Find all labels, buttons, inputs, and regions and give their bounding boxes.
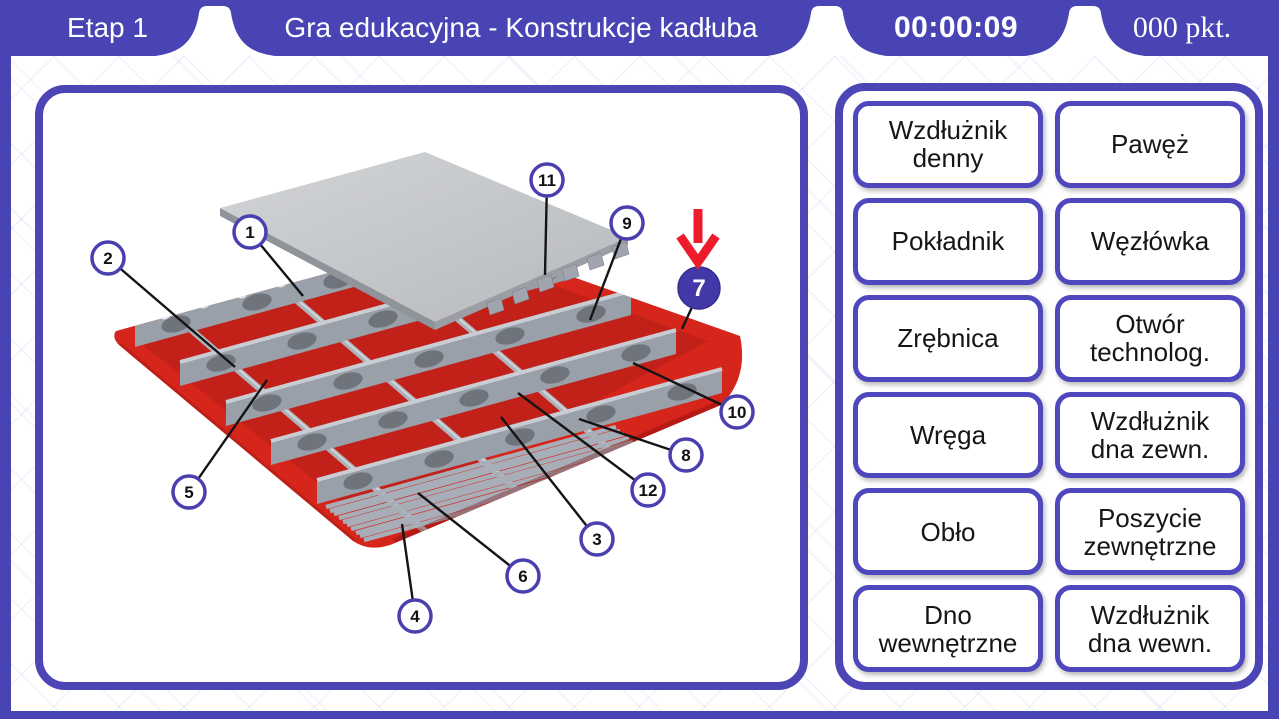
answer-pokladnik[interactable]: Pokładnik bbox=[853, 197, 1043, 285]
header-divider bbox=[767, 6, 887, 56]
frame-right bbox=[1268, 56, 1279, 719]
game-title: Gra edukacyjna - Konstrukcje kadłuba bbox=[284, 12, 758, 43]
callout-10: 10 bbox=[632, 361, 755, 430]
callout-12: 12 bbox=[517, 392, 666, 508]
svg-text:12: 12 bbox=[639, 481, 658, 500]
answer-poszycie-zewnetrzne[interactable]: Poszycie zewnętrzne bbox=[1055, 488, 1245, 576]
answer-wzdluznik-dna-zewn[interactable]: Wzdłużnik dna zewn. bbox=[1055, 391, 1245, 479]
frame-left bbox=[0, 56, 11, 719]
header-divider bbox=[155, 6, 275, 56]
svg-text:9: 9 bbox=[622, 214, 631, 233]
answers-panel: Wzdłużnik denny Pawęż Pokładnik Węzłówka… bbox=[835, 83, 1263, 690]
red-arrow-icon bbox=[676, 209, 720, 270]
callout-6: 6 bbox=[417, 492, 541, 594]
answer-wrega[interactable]: Wręga bbox=[853, 391, 1043, 479]
frame-top-tabs bbox=[486, 241, 630, 316]
svg-text:1: 1 bbox=[245, 223, 254, 242]
callout-11: 11 bbox=[529, 162, 565, 276]
score-display: 000 pkt. bbox=[1132, 11, 1232, 44]
stage-label: Etap 1 bbox=[67, 12, 148, 43]
answer-wezlowka[interactable]: Węzłówka bbox=[1055, 197, 1245, 285]
svg-text:6: 6 bbox=[518, 567, 527, 586]
svg-text:11: 11 bbox=[538, 171, 556, 190]
callout-4: 4 bbox=[397, 523, 433, 634]
svg-text:7: 7 bbox=[692, 275, 705, 302]
callout-1: 1 bbox=[232, 214, 304, 297]
callout-3: 3 bbox=[500, 416, 615, 557]
callout-8: 8 bbox=[578, 417, 704, 473]
answer-wzdluznik-denny[interactable]: Wzdłużnik denny bbox=[853, 101, 1043, 188]
header-bar: Etap 1 Gra edukacyjna - Konstrukcje kadł… bbox=[0, 0, 1279, 56]
callout-9: 9 bbox=[588, 205, 645, 321]
answer-pawez[interactable]: Pawęż bbox=[1055, 101, 1245, 188]
callout-2: 2 bbox=[90, 240, 236, 368]
svg-text:2: 2 bbox=[103, 249, 112, 268]
diagram-panel: 1 2 5 4 6 bbox=[35, 85, 808, 690]
active-marker: 7 bbox=[677, 266, 721, 330]
svg-text:3: 3 bbox=[592, 530, 601, 549]
svg-text:10: 10 bbox=[728, 403, 747, 422]
header-divider bbox=[1025, 6, 1145, 56]
timer-display: 00:00:09 bbox=[893, 11, 1019, 44]
callout-5: 5 bbox=[171, 379, 268, 510]
frame-bottom bbox=[0, 711, 1279, 719]
answer-otwor-technolog[interactable]: Otwór technolog. bbox=[1055, 294, 1245, 382]
hull-diagram: 1 2 5 4 6 bbox=[90, 152, 755, 634]
tank-top-plate bbox=[220, 152, 628, 330]
answer-zrebnica[interactable]: Zrębnica bbox=[853, 294, 1043, 382]
svg-text:4: 4 bbox=[410, 607, 420, 626]
answer-wzdluznik-dna-wewn[interactable]: Wzdłużnik dna wewn. bbox=[1055, 585, 1245, 672]
answer-dno-wewnetrzne[interactable]: Dno wewnętrzne bbox=[853, 585, 1043, 672]
svg-text:5: 5 bbox=[184, 483, 193, 502]
answer-oblo[interactable]: Obło bbox=[853, 488, 1043, 576]
svg-text:8: 8 bbox=[681, 446, 690, 465]
